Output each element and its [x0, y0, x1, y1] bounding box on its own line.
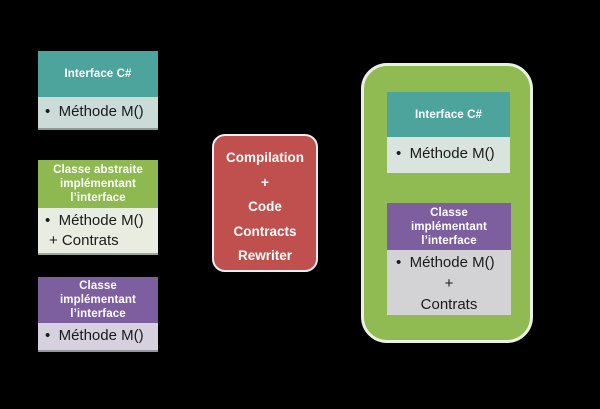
header-line: l’interface	[70, 308, 126, 320]
source-class-header: Classe implémentant l’interface	[38, 277, 158, 323]
source-abstract-class-body: • Méthode M() + Contrats	[38, 208, 158, 255]
result-class-box: Classe implémentant l’interface • Méthod…	[387, 203, 511, 315]
process-line: Code	[248, 199, 282, 214]
result-interface-box: Interface C# • Méthode M()	[387, 92, 510, 173]
header-line: Interface C#	[414, 108, 483, 121]
header-line: Classe abstraite	[53, 164, 143, 176]
process-line: Compilation	[226, 150, 304, 165]
body-line: + Contrats	[49, 232, 119, 249]
body-line: • Méthode M()	[45, 212, 144, 229]
source-interface-body: • Méthode M()	[38, 97, 158, 130]
source-class-box: Classe implémentant l’interface • Méthod…	[38, 277, 158, 352]
result-interface-header: Interface C#	[387, 92, 510, 137]
header-line: implémentant	[60, 294, 136, 306]
header-line: l’interface	[421, 234, 477, 247]
header-line: l’interface	[70, 192, 126, 204]
process-line: +	[261, 174, 269, 190]
body-line: Contrats	[420, 296, 478, 313]
body-line: • Méthode M()	[396, 145, 495, 162]
header-line: Classe	[79, 280, 117, 292]
header-line: Interface C#	[64, 68, 132, 80]
body-line: • Méthode M()	[45, 103, 144, 120]
body-line: • Méthode M()	[45, 327, 144, 344]
result-class-header: Classe implémentant l’interface	[387, 203, 511, 250]
compilation-process-box: Compilation + Code Contracts Rewriter	[212, 134, 318, 272]
process-line: Rewriter	[237, 248, 293, 263]
header-line: implémentant	[411, 220, 487, 233]
result-interface-body: • Méthode M()	[387, 137, 510, 173]
source-abstract-class-header: Classe abstraite implémentant l’interfac…	[38, 160, 158, 208]
source-interface-box: Interface C# • Méthode M()	[38, 51, 158, 130]
body-line: • Méthode M()	[396, 254, 495, 271]
process-line: Contracts	[233, 223, 297, 239]
result-class-body: • Méthode M() + Contrats	[387, 250, 511, 315]
body-line: +	[444, 275, 454, 292]
source-class-body: • Méthode M()	[38, 323, 158, 352]
source-abstract-class-box: Classe abstraite implémentant l’interfac…	[38, 160, 158, 255]
source-interface-header: Interface C#	[38, 51, 158, 97]
compiled-result-container: Interface C# • Méthode M() Classe implém…	[361, 63, 533, 343]
header-line: Classe	[430, 206, 468, 219]
header-line: implémentant	[60, 178, 136, 190]
